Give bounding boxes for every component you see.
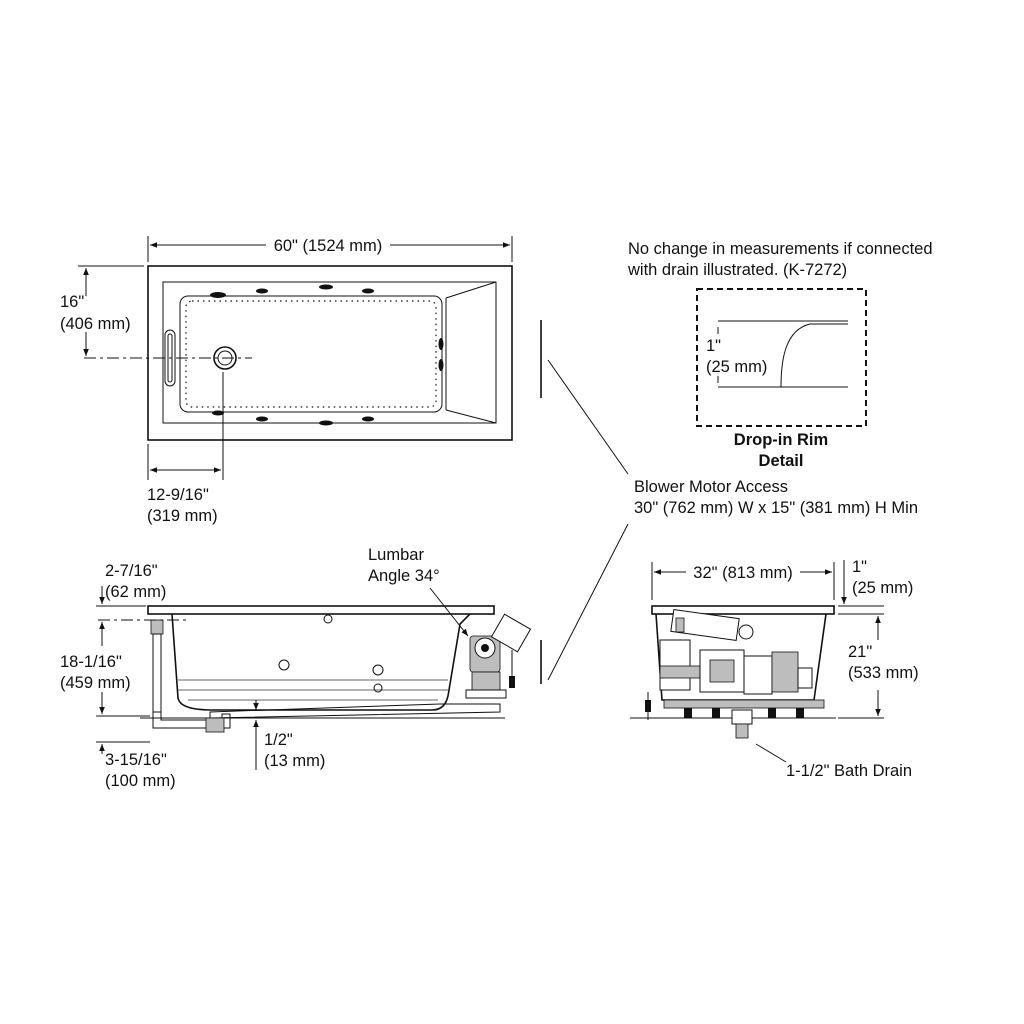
pump-hub <box>481 644 489 652</box>
pump-assembly <box>465 613 532 699</box>
side-view: Lumbar Angle 34° <box>60 546 532 790</box>
blower-leader-top <box>547 359 629 475</box>
end-rim-dim-mm: (25 mm) <box>852 579 913 597</box>
drain-dim-mm: (319 mm) <box>147 507 218 525</box>
rim-detail-title1: Drop-in Rim <box>734 431 828 449</box>
side-jet <box>278 659 290 671</box>
drain-pipe <box>152 712 231 729</box>
bath-drain-label: 1-1/2" Bath Drain <box>786 762 912 780</box>
width-dim-label: 60" (1524 mm) <box>274 237 383 255</box>
jet <box>362 288 374 294</box>
lumbar-leader <box>429 587 469 637</box>
side-jet <box>372 664 384 676</box>
jet <box>438 338 444 350</box>
end-pump-core <box>709 659 735 683</box>
rim-note-line2: with drain illustrated. (K-7272) <box>627 261 847 279</box>
top-view: 60" (1524 mm) <box>60 236 513 525</box>
blower-leader-bottom <box>547 523 629 681</box>
jet <box>256 416 268 422</box>
end-fitting <box>738 624 754 640</box>
rim-detail-title2: Detail <box>759 452 804 470</box>
bath-drain-outlet <box>735 723 749 739</box>
drain <box>213 346 237 370</box>
jet <box>319 284 333 290</box>
base-dim-in: 1/2" <box>264 731 293 749</box>
drain-dim-in: 12-9/16" <box>147 486 209 504</box>
rim-note-line1: No change in measurements if connected <box>628 240 933 258</box>
side-rim-dim-mm: (62 mm) <box>105 583 166 601</box>
jet <box>319 420 333 426</box>
end-foot <box>768 708 776 718</box>
side-drain-dim-mm: (100 mm) <box>105 772 176 790</box>
side-depth-dim-in: 18-1/16" <box>60 653 122 671</box>
side-base <box>209 703 501 719</box>
end-control-panel <box>659 665 701 679</box>
jet <box>212 410 224 416</box>
side-drain-dim-in: 3-15/16" <box>105 751 167 769</box>
end-blower-cap <box>675 617 685 633</box>
end-height-dim-in: 21" <box>848 643 872 661</box>
depth-dim-mm: (406 mm) <box>60 315 131 333</box>
lumbar-label-line1: Lumbar <box>368 546 424 564</box>
jets <box>210 284 444 426</box>
blower-access-title: Blower Motor Access <box>634 478 788 496</box>
jet <box>210 292 226 298</box>
end-height-dim-mm: (533 mm) <box>848 664 919 682</box>
end-blower <box>670 608 740 642</box>
side-rim-dim-in: 2-7/16" <box>105 562 158 580</box>
rim-dim-in: 1" <box>706 337 721 355</box>
end-rim <box>651 605 835 615</box>
bath-drain-body <box>731 709 753 725</box>
tub-outer-rim <box>147 265 513 441</box>
overflow-pipe <box>152 633 162 713</box>
side-rim <box>147 605 495 615</box>
base-dim-mm: (13 mm) <box>264 752 325 770</box>
pump-mount <box>465 689 507 699</box>
side-depth-dim-mm: (459 mm) <box>60 674 131 692</box>
overflow-fitting <box>150 619 164 635</box>
end-plug <box>645 700 651 712</box>
bubble-jet-line <box>185 300 437 408</box>
rim-detail: No change in measurements if connected w… <box>627 240 933 470</box>
end-foot <box>712 708 720 718</box>
jet <box>438 359 444 371</box>
end-rim-dim-in: 1" <box>852 558 867 576</box>
lumbar-label-line2: Angle 34° <box>368 567 440 585</box>
blower-motor <box>490 613 532 653</box>
jet <box>362 416 374 422</box>
end-view: 32" (813 mm) 1-1/2" Bat <box>630 558 919 780</box>
rim-detail-box <box>696 288 867 427</box>
side-jet <box>373 683 383 693</box>
end-base-rail <box>663 699 825 709</box>
rim-dim-mm: (25 mm) <box>706 358 767 376</box>
pump-plug <box>509 676 515 688</box>
end-control-box <box>659 639 691 691</box>
end-motor <box>743 655 773 695</box>
end-width-label: 32" (813 mm) <box>693 564 792 582</box>
rim-profile <box>780 323 848 388</box>
drain-trap <box>205 717 225 733</box>
side-tub-body <box>171 613 471 711</box>
end-equipment <box>645 608 813 720</box>
backrest-slope <box>445 281 497 424</box>
end-foot <box>684 708 692 718</box>
end-foot <box>796 708 804 718</box>
depth-dim-in: 16" <box>60 293 84 311</box>
bath-drain-leader <box>755 743 787 763</box>
tub-basin <box>179 295 443 413</box>
blower-access-size: 30" (762 mm) W x 15" (381 mm) H Min <box>634 499 918 517</box>
end-valve <box>797 667 813 689</box>
end-heater <box>771 651 799 693</box>
jet <box>256 288 268 294</box>
side-jet <box>323 614 333 624</box>
